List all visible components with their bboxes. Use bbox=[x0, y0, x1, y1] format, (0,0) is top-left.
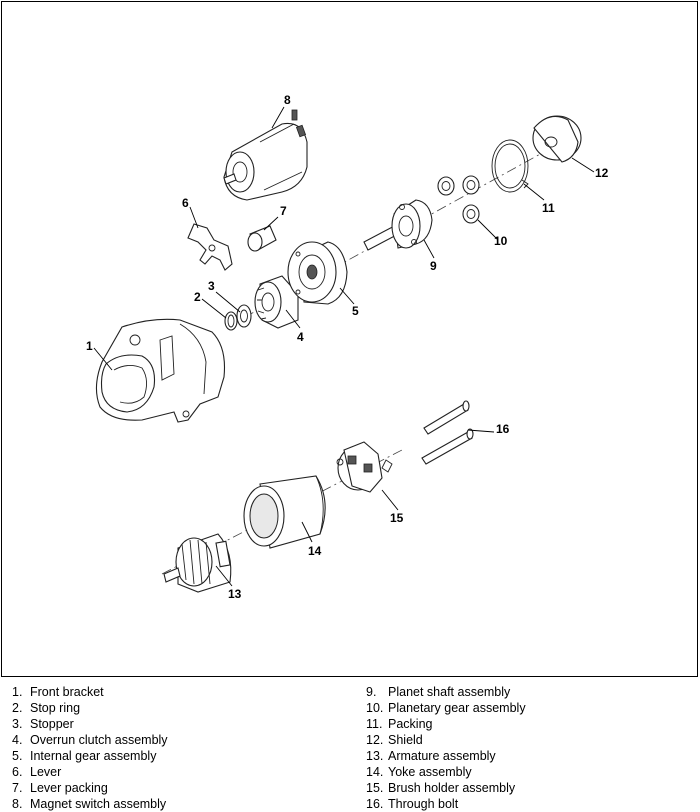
legend-item: 15. Brush holder assembly bbox=[366, 780, 526, 796]
callout-11: 11 bbox=[542, 201, 555, 215]
legend-number: 2. bbox=[12, 701, 23, 715]
callout-10: 10 bbox=[494, 234, 508, 248]
callout-4: 4 bbox=[297, 330, 304, 344]
legend-label: Magnet switch assembly bbox=[30, 797, 167, 811]
callout-9: 9 bbox=[430, 259, 437, 273]
exploded-diagram: 8 6 7 3 2 4 5 1 9 10 11 12 16 15 14 13 bbox=[1, 1, 698, 677]
overrun-clutch-assembly bbox=[254, 275, 299, 329]
legend-number: 4. bbox=[12, 733, 23, 747]
legend-item: 3. Stopper bbox=[12, 716, 168, 732]
legend-label: Stopper bbox=[30, 717, 74, 731]
planet-shaft-assembly bbox=[363, 199, 433, 251]
legend-left-column: 1. Front bracket 2. Stop ring 3. Stopper 4.… bbox=[12, 684, 168, 812]
callout-3: 3 bbox=[208, 279, 215, 293]
legend-label: Through bolt bbox=[388, 797, 459, 811]
legend-label: Brush holder assembly bbox=[388, 781, 516, 795]
brush-holder-assembly bbox=[336, 441, 393, 493]
legend-item: 11. Packing bbox=[366, 716, 526, 732]
magnet-switch-assembly bbox=[223, 109, 308, 201]
legend-item: 14. Yoke assembly bbox=[366, 764, 526, 780]
legend-item: 13. Armature assembly bbox=[366, 748, 526, 764]
legend-item: 1. Front bracket bbox=[12, 684, 168, 700]
legend-number: 8. bbox=[12, 797, 23, 811]
leader-lines bbox=[93, 106, 595, 587]
legend-label: Yoke assembly bbox=[388, 765, 472, 779]
legend-label: Internal gear assembly bbox=[30, 749, 157, 763]
internal-gear-assembly bbox=[287, 241, 348, 305]
callout-6: 6 bbox=[182, 196, 189, 210]
legend-label: Shield bbox=[388, 733, 423, 747]
legend-number: 9. bbox=[366, 685, 377, 699]
legend-item: 10. Planetary gear assembly bbox=[366, 700, 526, 716]
stop-ring bbox=[224, 311, 238, 331]
callout-15: 15 bbox=[390, 511, 404, 525]
legend-item: 9. Planet shaft assembly bbox=[366, 684, 526, 700]
shield bbox=[532, 115, 582, 163]
legend-item: 16. Through bolt bbox=[366, 796, 526, 812]
legend-number: 3. bbox=[12, 717, 23, 731]
legend-label: Overrun clutch assembly bbox=[30, 733, 168, 747]
legend-number: 7. bbox=[12, 781, 23, 795]
legend-label: Stop ring bbox=[30, 701, 81, 715]
armature-assembly bbox=[163, 533, 232, 593]
legend-number: 10. bbox=[366, 701, 384, 715]
legend-label: Planet shaft assembly bbox=[388, 685, 511, 699]
legend-label: Front bracket bbox=[30, 685, 104, 699]
packing bbox=[491, 139, 529, 193]
callout-7: 7 bbox=[280, 204, 287, 218]
legend-number: 13. bbox=[366, 749, 384, 763]
legend-item: 4. Overrun clutch assembly bbox=[12, 732, 168, 748]
legend-number: 6. bbox=[12, 765, 23, 779]
stopper bbox=[236, 304, 252, 328]
legend-label: Lever packing bbox=[30, 781, 108, 795]
yoke-assembly bbox=[243, 475, 326, 549]
callout-16: 16 bbox=[496, 422, 510, 436]
legend-number: 1. bbox=[12, 685, 23, 699]
parts-legend: 1. Front bracket 2. Stop ring 3. Stopper 4.… bbox=[0, 684, 700, 812]
callout-8: 8 bbox=[284, 93, 291, 107]
legend-label: Armature assembly bbox=[388, 749, 496, 763]
starter-motor-diagram: 8 6 7 3 2 4 5 1 9 10 11 12 16 15 14 13 bbox=[86, 93, 609, 601]
lever-packing bbox=[247, 225, 277, 252]
legend-item: 5. Internal gear assembly bbox=[12, 748, 168, 764]
legend-item: 12. Shield bbox=[366, 732, 526, 748]
legend-item: 7. Lever packing bbox=[12, 780, 168, 796]
callout-12: 12 bbox=[595, 166, 609, 180]
through-bolts bbox=[421, 400, 474, 465]
callout-2: 2 bbox=[194, 290, 201, 304]
legend-number: 16. bbox=[366, 797, 384, 811]
legend-label: Packing bbox=[388, 717, 433, 731]
legend-item: 8. Magnet switch assembly bbox=[12, 796, 168, 812]
legend-label: Planetary gear assembly bbox=[388, 701, 526, 715]
callout-13: 13 bbox=[228, 587, 242, 601]
legend-number: 14. bbox=[366, 765, 384, 779]
legend-item: 2. Stop ring bbox=[12, 700, 168, 716]
legend-right-column: 9. Planet shaft assembly 10. Planetary gea… bbox=[366, 684, 526, 812]
callout-5: 5 bbox=[352, 304, 359, 318]
callout-14: 14 bbox=[308, 544, 322, 558]
planetary-gear-assembly bbox=[437, 175, 480, 224]
legend-number: 5. bbox=[12, 749, 23, 763]
legend-number: 12. bbox=[366, 733, 384, 747]
legend-number: 11. bbox=[366, 717, 383, 731]
callout-1: 1 bbox=[86, 339, 93, 353]
legend-item: 6. Lever bbox=[12, 764, 168, 780]
front-bracket bbox=[95, 318, 226, 423]
legend-number: 15. bbox=[366, 781, 384, 795]
lever bbox=[187, 223, 233, 271]
legend-label: Lever bbox=[30, 765, 62, 779]
